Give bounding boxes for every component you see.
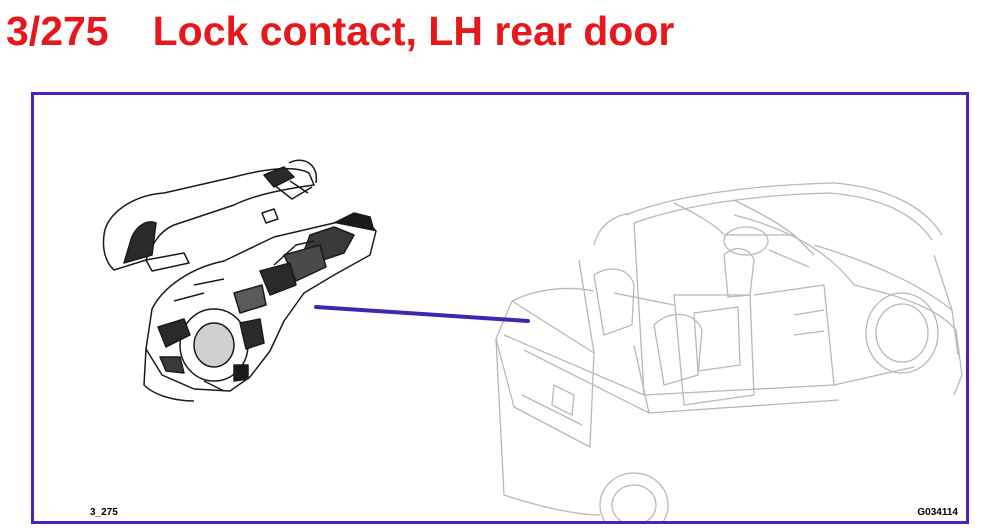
diagram-canvas [102,159,963,521]
title-code: 3/275 [6,7,109,54]
title-text: Lock contact, LH rear door [152,7,675,54]
pointer-line [314,305,530,323]
car-outline-drawing [495,182,963,521]
door-handle-lock-assembly-drawing [102,159,377,402]
figure-image-id: G034114 [917,507,958,518]
lock-mechanism [143,212,377,402]
figure-code-label: 3_275 [90,507,118,518]
page-title: 3/275 Lock contact, LH rear door [6,2,674,60]
outer-door-handle [102,159,318,272]
diagram-frame: 3_275 G034114 [31,92,969,524]
